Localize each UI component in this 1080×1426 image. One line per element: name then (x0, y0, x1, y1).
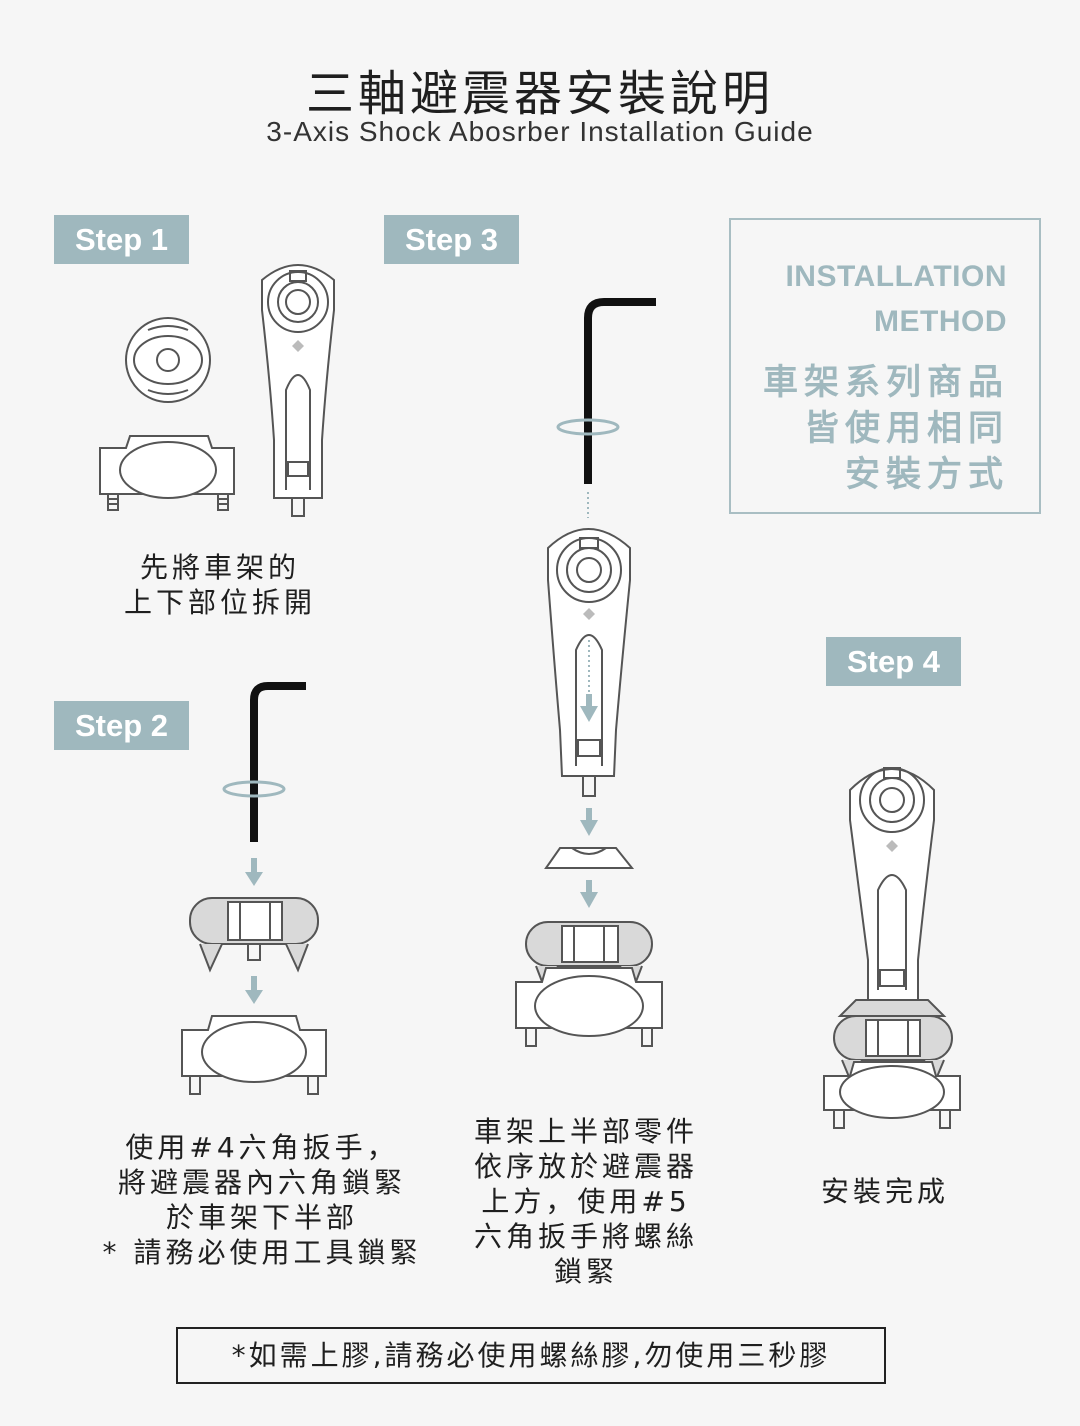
lower-clamp-icon (515, 967, 663, 1047)
down-arrow-icon (580, 694, 598, 722)
shock-absorber-icon (189, 897, 319, 973)
phone-arm-icon (547, 528, 631, 797)
lower-clamp-icon (181, 1015, 327, 1095)
page-title: 三軸避震器安裝說明 (305, 66, 774, 122)
step-3-badge: Step 3 (384, 215, 519, 264)
step3-caption-line4: 六角扳手將螺絲 (473, 1220, 698, 1253)
step3-caption-line1: 車架上半部零件 (473, 1115, 698, 1148)
washer-icon (544, 847, 635, 869)
down-arrow-icon (245, 976, 263, 1004)
step2-caption-line1: 使用#4六角扳手， (125, 1131, 399, 1164)
installation-method-box: INSTALLATION METHOD 車架系列商品 皆使用相同 安裝方式 (729, 218, 1041, 514)
lower-clamp-icon (99, 435, 235, 511)
step2-caption-line4: * 請務必使用工具鎖緊 (102, 1236, 422, 1269)
hex-wrench-icon (222, 682, 306, 842)
glue-warning-note: *如需上膠,請務必使用螺絲膠,勿使用三秒膠 (176, 1327, 886, 1384)
page-subtitle: 3-Axis Shock Abosrber Installation Guide (266, 116, 814, 147)
hex-wrench-icon (556, 298, 656, 518)
step1-caption-line2: 上下部位拆開 (123, 586, 316, 619)
down-arrow-icon (245, 858, 263, 886)
method-text-line2: 皆使用相同 (803, 409, 1009, 449)
step4-caption: 安裝完成 (820, 1175, 949, 1208)
step2-caption: 使用#4六角扳手， 將避震器內六角鎖緊 於車架下半部 * 請務必使用工具鎖緊 (92, 1130, 432, 1270)
phone-arm-icon (261, 264, 335, 517)
step2-caption-line3: 於車架下半部 (165, 1201, 358, 1234)
step-2-badge: Step 2 (54, 701, 189, 750)
step2-caption-line2: 將避震器內六角鎖緊 (117, 1166, 406, 1199)
method-title-line1: INSTALLATION (785, 260, 1007, 293)
step1-caption: 先將車架的 上下部位拆開 (110, 550, 330, 620)
assembled-mount-icon (823, 767, 961, 1129)
step-1-badge: Step 1 (54, 215, 189, 264)
step3-caption-line3: 上方，使用#5 (481, 1185, 691, 1218)
step3-caption-line2: 依序放於避震器 (473, 1150, 698, 1183)
step-4-badge: Step 4 (826, 637, 961, 686)
down-arrow-icon (580, 880, 598, 908)
down-arrow-icon (580, 808, 598, 836)
step1-caption-line1: 先將車架的 (139, 551, 300, 584)
ball-mount-icon (125, 317, 211, 403)
step3-caption-line5: 鎖緊 (553, 1255, 618, 1288)
method-title-line2: METHOD (874, 305, 1007, 338)
shock-absorber-icon (525, 921, 653, 995)
method-text-line3: 安裝方式 (844, 455, 1009, 495)
method-text-line1: 車架系列商品 (762, 363, 1009, 403)
step3-caption: 車架上半部零件 依序放於避震器 上方，使用#5 六角扳手將螺絲 鎖緊 (456, 1114, 716, 1289)
